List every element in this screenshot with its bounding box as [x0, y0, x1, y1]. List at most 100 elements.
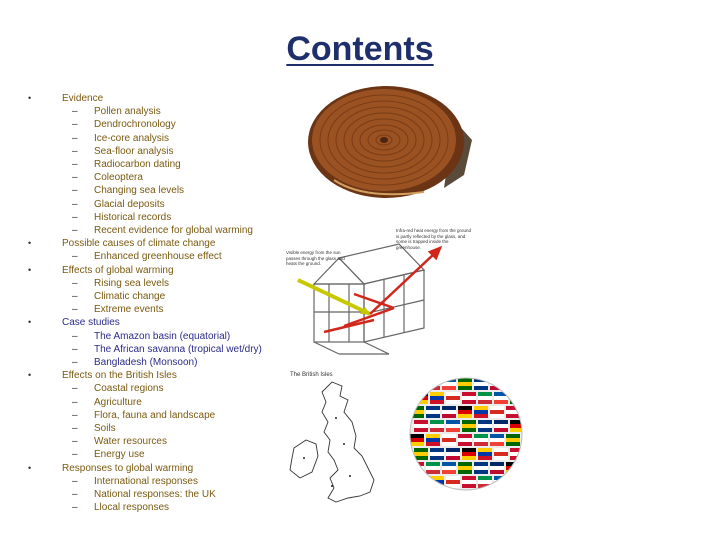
dash-icon: –: [72, 172, 78, 184]
outline-section: • Evidence – Pollen analysis – Dendrochronolo…: [28, 92, 288, 237]
tree-pith: [380, 137, 388, 143]
dash-icon: –: [72, 409, 78, 421]
section-title: Case studies: [62, 317, 120, 329]
outline-subitem: – Agriculture: [62, 396, 288, 409]
great-britain-outline: [321, 381, 375, 503]
flag-tile: [458, 406, 472, 418]
flag-tile: [478, 448, 492, 460]
flag-tile: [414, 476, 428, 488]
flag-tile: [446, 392, 460, 404]
outline-subitem: –Flora, fauna and landscape: [62, 409, 288, 422]
flag-tile: [410, 434, 424, 446]
flag-tile: [458, 378, 472, 390]
dash-icon: –: [72, 106, 78, 118]
outline-section: •Effects of global warming–Rising sea le…: [28, 264, 288, 317]
outline-subitem: – Dendrochronology: [62, 118, 288, 131]
bullet-icon: •: [28, 93, 32, 103]
section-title: Evidence: [62, 93, 104, 104]
outline-subitem: –Coastal regions: [62, 382, 288, 395]
flag-tile: [426, 406, 440, 418]
dash-icon: –: [72, 185, 78, 197]
outline-section: •Effects on the British Isles–Coastal re…: [28, 369, 288, 461]
flag-tile: [410, 406, 424, 418]
outline-subitem: – International responses: [62, 475, 288, 488]
section-title: Effects on the British Isles: [62, 370, 177, 382]
sunlight-arrow: [297, 278, 371, 316]
dash-icon: –: [72, 145, 78, 157]
subitem-label: Agriculture: [94, 396, 142, 408]
tree-rings-image: [308, 86, 472, 198]
flag-tile: [446, 420, 460, 432]
ireland-outline: [289, 439, 319, 479]
dash-icon: –: [72, 277, 78, 289]
flag-tile: [458, 462, 472, 474]
dash-icon: –: [72, 211, 78, 223]
flag-tile: [478, 420, 492, 432]
outline-subitem: –Extreme events: [62, 303, 288, 316]
outline-subitem: –National responses: the UK: [62, 488, 288, 501]
flag-tile: [490, 406, 504, 418]
outline-subitem: – Energy use: [62, 448, 288, 461]
bullet-icon: •: [28, 462, 32, 473]
flag-tile: [442, 434, 456, 446]
dash-icon: –: [72, 119, 78, 131]
greenhouse-caption-left: Visible energy from the sun passes throu…: [286, 250, 345, 266]
outline-subitem: – Historical records: [62, 211, 288, 224]
dash-icon: –: [72, 225, 78, 237]
outline-section: •Responses to global warming–Internation…: [28, 462, 288, 515]
dash-icon: –: [72, 357, 78, 369]
subitem-label: International responses: [94, 475, 198, 487]
flag-tile: [506, 378, 520, 390]
dash-icon: –: [72, 159, 78, 171]
flag-tile: [510, 420, 522, 432]
subitem-label: Historical records: [94, 211, 172, 223]
flag-tile: [510, 448, 522, 460]
flag-tile: [426, 462, 440, 474]
bullet-icon: •: [28, 317, 32, 328]
outline-subitem: –Soils: [62, 422, 288, 435]
subitem-label: Pollen analysis: [94, 106, 161, 118]
dash-icon: –: [72, 396, 78, 408]
outline-subitem: –Glacial deposits: [62, 198, 288, 211]
dash-icon: –: [72, 475, 78, 487]
outline-section: •Possible causes of climate change–Enhan…: [28, 237, 288, 263]
page-title: Contents: [286, 30, 434, 68]
subitem-label: Changing sea levels: [94, 185, 185, 197]
subitem-label: Coleoptera: [94, 172, 143, 184]
flag-tile: [442, 406, 456, 418]
outline-section: •Case studies–The Amazon basin (equatori…: [28, 316, 288, 369]
outline-subitem: – Changing sea levels: [62, 184, 288, 197]
flag-tile: [430, 420, 444, 432]
flag-tile: [446, 476, 460, 488]
dash-icon: –: [72, 449, 78, 461]
dash-icon: –: [72, 251, 78, 263]
flag-tile: [410, 378, 424, 390]
subitem-label: Radiocarbon dating: [94, 159, 181, 171]
outline-subitem: –Llocal responses: [62, 501, 288, 514]
flag-tile: [462, 476, 476, 488]
subitem-label: Enhanced greenhouse effect: [94, 251, 222, 263]
flag-tile: [426, 434, 440, 446]
flag-tile: [494, 448, 508, 460]
bullet-icon: •: [28, 238, 32, 249]
outline-subitem: –Climatic change: [62, 290, 288, 303]
outline-subitem: –Water resources: [62, 435, 288, 448]
outline-subitem: –Bangladesh (Monsoon): [62, 356, 288, 369]
flag-tile: [458, 434, 472, 446]
flag-tile: [414, 392, 428, 404]
greenhouse-caption-right: Infra-red heat energy from the ground is…: [396, 228, 472, 250]
flag-tile: [462, 420, 476, 432]
dash-icon: –: [72, 291, 78, 303]
subitem-label: Dendrochronology: [94, 119, 176, 131]
british-isles-map: [289, 381, 375, 503]
dash-icon: –: [72, 304, 78, 316]
flag-tile: [430, 392, 444, 404]
outline-subitem: –Ice-core analysis: [62, 132, 288, 145]
flag-tile: [494, 392, 508, 404]
dash-icon: –: [72, 502, 78, 514]
subitem-label: Energy use: [94, 449, 145, 461]
outline-subitem: – Enhanced greenhouse effect: [62, 250, 288, 263]
british-isles-label: The British Isles: [290, 372, 333, 378]
subitem-label: The African savanna (tropical wet/dry): [94, 343, 262, 355]
flags-globe-image: [409, 377, 523, 491]
